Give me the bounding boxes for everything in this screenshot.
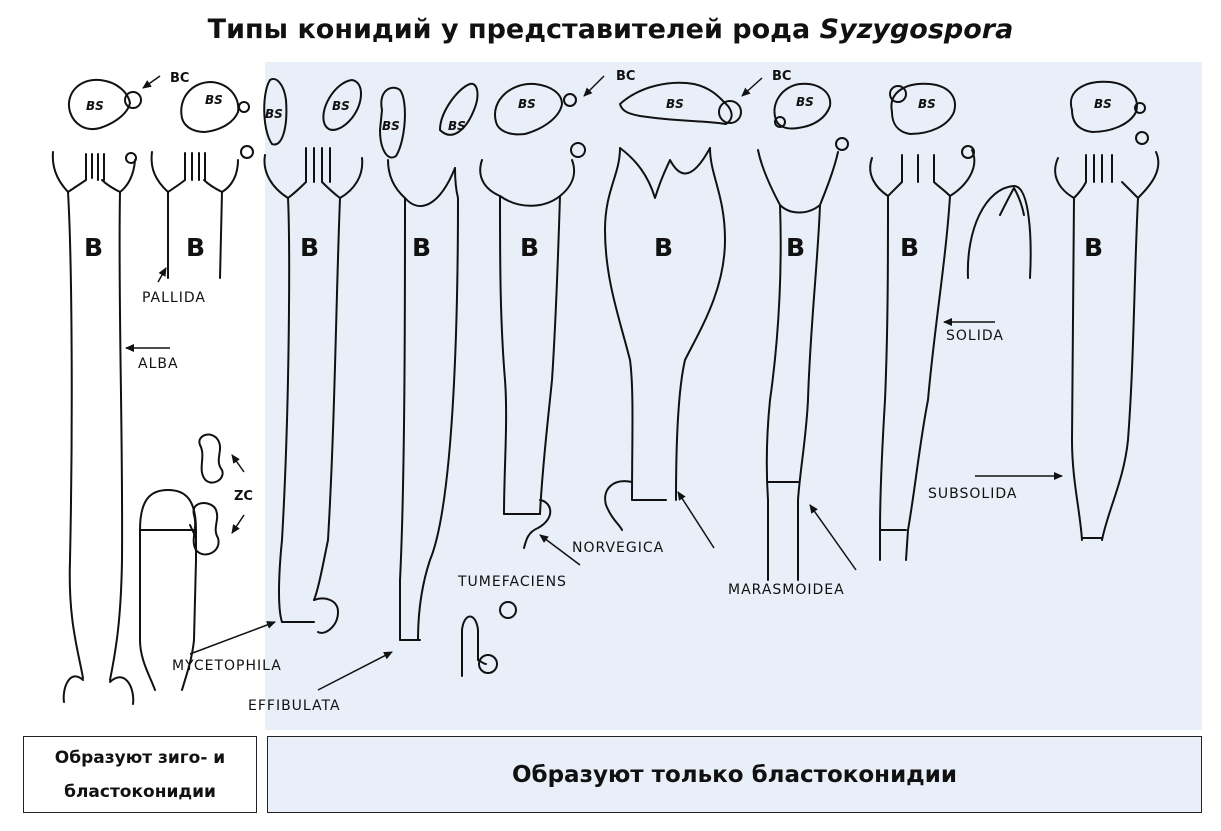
arrow-bc-3 [741,77,763,97]
zygoconidia [189,433,224,556]
diagram-title: Типы конидий у представителей рода Syzyg… [0,14,1221,45]
blastoconidium-marker: BC [616,69,635,84]
species-label-tumefaciens: TUMEFACIENS [457,574,567,590]
blastoconidium-marker: BC [772,69,791,84]
basidium-marker: B [654,233,673,262]
arrow-norvegica [677,491,715,549]
basidium-marker: B [186,233,205,262]
basidium-tumefaciens [479,159,576,549]
basidiospores-mycetophila [263,78,362,146]
right-panel-bg [265,62,1202,730]
basidium-mycetophila [263,147,364,634]
basidium-marker: B [900,233,919,262]
arrow-bc-1 [142,75,161,89]
caption-zygo-and-blastoconidia: Образуют зиго- и бластоконидии [23,736,257,813]
arrow-zc-1 [231,454,245,473]
species-label-effibulata: EFFIBULATA [248,698,341,714]
basidiospore-solida [889,82,975,159]
basidiospore-marker: BS [332,99,350,113]
caption-left-line1: Образуют зиго- и [54,747,226,768]
basidium-pallida [150,151,239,279]
basidiospore-marker: BS [518,97,536,111]
title-genus: Syzygospora [819,14,1014,45]
basidiospore-marker: BS [205,93,223,107]
basidium-marker: B [300,233,319,262]
basidiospore-marker: BS [666,97,684,111]
basidiospores-effibulata [379,82,479,159]
basidiospore-marker: BS [448,119,466,133]
basidiospore-marker: BS [86,99,104,113]
blastoconidium-marker: BC [170,71,189,86]
arrow-bc-2 [583,75,605,97]
basidiospore-norvegica [619,81,742,125]
basidium-marker: B [520,233,539,262]
arrow-tumefaciens [539,534,581,566]
basidium-effibulata [387,159,459,641]
basidiospore-marker: BS [1094,97,1112,111]
basidium-marker: B [412,233,431,262]
basidium-norvegica [604,147,726,531]
caption-right-text: Образуют только бластоконидии [511,761,957,788]
arrow-effibulata [317,651,393,691]
title-text: Типы конидий у представителей рода [207,14,820,45]
zygoconidium-marker: ZC [234,489,253,504]
arrow-mycetophila [189,621,276,655]
species-label-alba: ALBA [138,356,179,372]
arrow-pallida [157,267,167,283]
basidiospore-subsolida [1069,80,1149,145]
basidium-solida [869,149,976,561]
species-label-subsolida: SUBSOLIDA [928,486,1017,502]
basidiospore-marker: BS [796,95,814,109]
basidiospore-tumefaciens [494,82,586,158]
conidiogenous-cell-effibulata [461,601,517,677]
basidiospore-pallida [180,81,254,159]
caption-only-blastoconidia: Образуют только бластоконидии [267,736,1202,813]
basidiospore-alba [67,78,142,164]
species-label-mycetophila: MYCETOPHILA [172,658,282,674]
apex-detail [966,185,1032,279]
left-panel-bg [23,62,265,730]
species-label-solida: SOLIDA [946,328,1004,344]
basidiospore-marker: BS [382,119,400,133]
basidiospore-marker: BS [265,107,283,121]
caption-left-line2: бластоконидии [64,781,216,802]
basidiospore-marker: BS [918,97,936,111]
species-label-norvegica: NORVEGICA [572,540,664,556]
basidium-marker: B [84,233,103,262]
basidium-marker: B [1084,233,1103,262]
basidium-subsolida [1054,151,1160,541]
basidium-marasmoidea [757,149,839,581]
arrow-zc-2 [231,514,245,534]
basidiospore-marasmoidea [773,82,849,151]
species-label-marasmoidea: MARASMOIDEA [728,582,845,598]
species-label-pallida: PALLIDA [142,290,206,306]
basidium-marker: B [786,233,805,262]
basidium-alba [51,151,136,705]
arrow-marasmoidea [809,504,857,571]
